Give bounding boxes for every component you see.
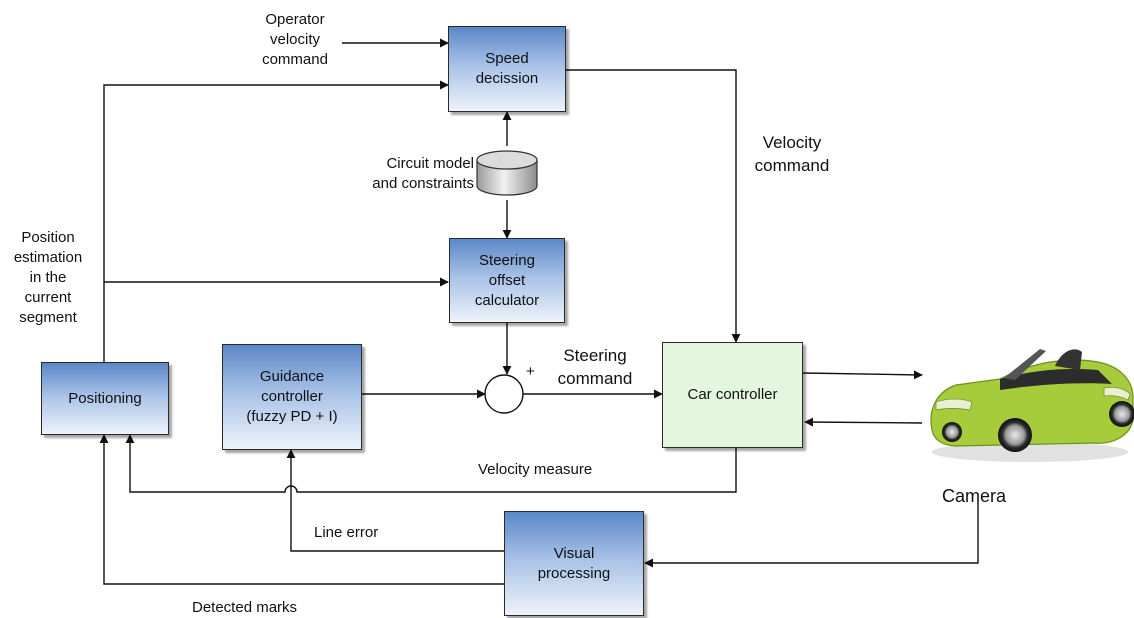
operator-velocity-label: Operator velocity command [262, 11, 328, 68]
arrow-velocity-measure [125, 434, 737, 493]
steering-offset-calculator-block: Steering offset calculator [449, 238, 565, 323]
arrow-detected-marks [99, 434, 504, 585]
arrow-controller-to-car [802, 370, 923, 380]
circuit-model-label: Circuit model and constraints [372, 155, 474, 192]
steering-command-label: Steering command [557, 346, 633, 388]
plus-sign-label: + [526, 363, 535, 380]
arrow-camera-to-visual [644, 502, 979, 568]
arrow-velocity-command [566, 69, 741, 343]
guidance-controller-block: Guidance controller (fuzzy PD + I) [222, 344, 362, 450]
arrow-car-to-controller [804, 417, 923, 427]
camera-label: Camera [942, 486, 1007, 506]
database-cylinder-icon [476, 150, 538, 196]
velocity-measure-label: Velocity measure [478, 461, 593, 478]
position-estimation-label: Position estimation in the current segme… [13, 229, 83, 326]
car-icon [930, 349, 1134, 462]
visual-processing-block: Visual processing [504, 511, 644, 616]
summing-junction [484, 374, 524, 414]
velocity-command-label: Velocity command [754, 133, 830, 175]
car-controller-block: Car controller [662, 342, 803, 448]
arrow-line-error [286, 449, 504, 552]
line-position-estimation-trunk [103, 80, 449, 362]
speed-decision-block: Speed decission [448, 26, 566, 112]
positioning-block: Positioning [41, 362, 169, 435]
detected-marks-label: Detected marks [192, 599, 298, 616]
line-error-label: Line error [314, 524, 379, 541]
